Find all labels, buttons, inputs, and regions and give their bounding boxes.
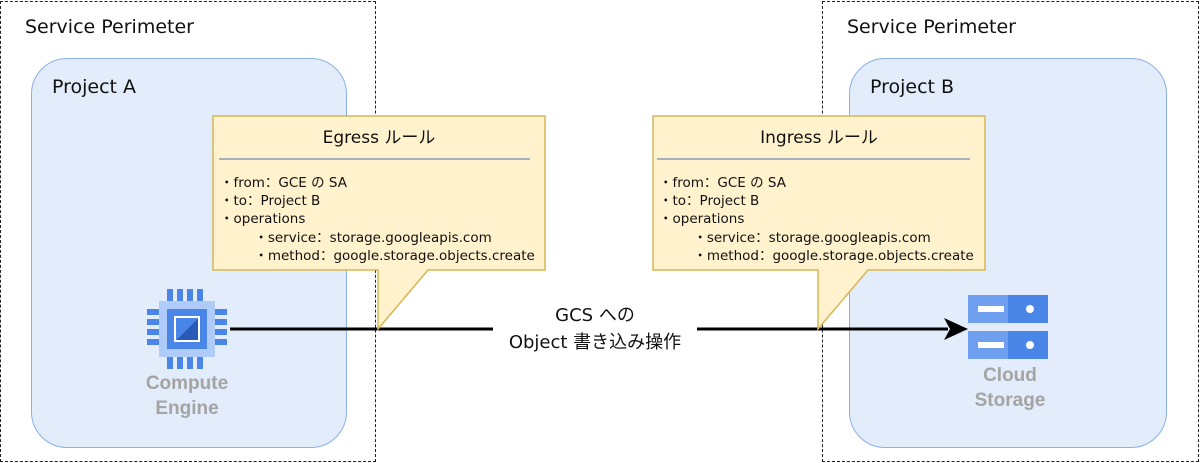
ingress-rule-line: ・to：Project B [659,193,760,209]
ingress-rule-line: ・method：google.storage.objects.create [659,248,974,264]
compute-engine-label-line1: Compute [145,373,229,394]
compute-engine-label: Compute Engine [120,371,254,421]
egress-rule-title: Egress ルール [322,128,436,148]
arrow-label: GCS への Object 書き込み操作 [493,302,697,356]
cloud-storage-label: Cloud Storage [943,363,1077,413]
egress-rule-line: ・method：google.storage.objects.create [220,248,535,264]
perimeter-label-right: Service Perimeter [847,16,1016,38]
ingress-rule-title: Ingress ルール [760,128,878,148]
cloud-storage-icon [968,295,1048,359]
ingress-rule-line: ・service：storage.googleapis.com [659,230,931,246]
arrow-label-line2: Object 書き込み操作 [508,332,682,353]
arrow-label-line1: GCS への [555,305,635,326]
egress-rule-line: ・service：storage.googleapis.com [220,230,492,246]
egress-rule-line: ・from：GCE の SA [220,175,347,191]
egress-rule-line: ・to：Project B [220,193,321,209]
compute-engine-icon [147,289,227,369]
cloud-storage-label-line1: Cloud [983,365,1037,386]
compute-engine-label-line2: Engine [155,398,219,419]
cloud-storage-label-line2: Storage [974,390,1046,411]
egress-rule-line: ・operations [220,211,306,227]
perimeter-label-left: Service Perimeter [25,16,194,38]
ingress-rule-line: ・operations [659,211,745,227]
ingress-rule-line: ・from：GCE の SA [659,175,786,191]
project-a-label: Project A [52,76,137,98]
project-b-label: Project B [870,76,955,98]
